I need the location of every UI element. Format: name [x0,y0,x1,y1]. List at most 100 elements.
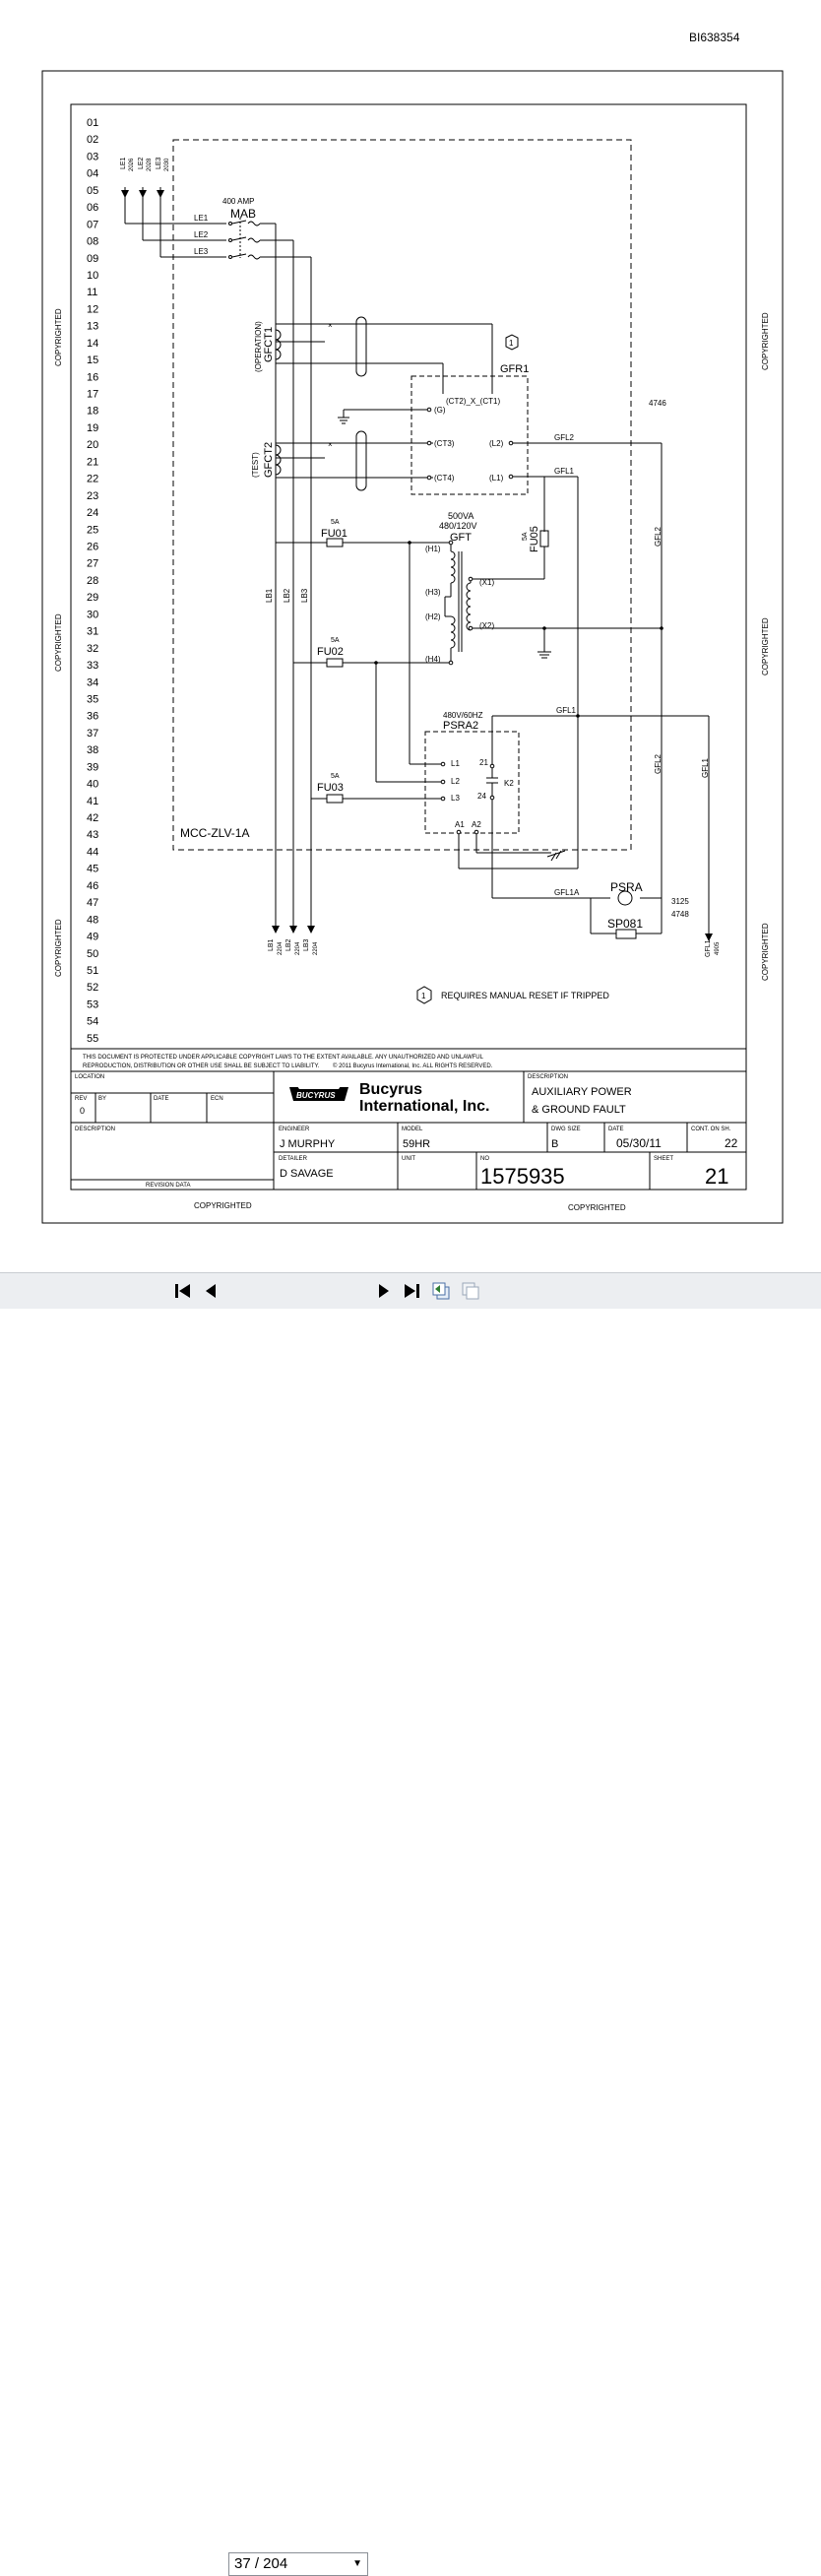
terminal-label: (CT3) [434,439,455,448]
svg-text:DESCRIPTION: DESCRIPTION [75,1127,115,1132]
cont-sheet-value: 22 [725,1136,738,1150]
lead-number: 2028 [147,158,153,171]
svg-text:DATE: DATE [154,1096,169,1102]
row-number: 10 [87,270,98,282]
breaker-mab [228,218,311,260]
row-number: 52 [87,982,98,994]
row-number: 03 [87,151,98,162]
transformer-gft [444,543,662,663]
row-number: 05 [87,185,98,197]
psra2-rating: 480V/60HZ [443,711,483,720]
company-name: Bucyrus [359,1081,422,1098]
drawing-description: & GROUND FAULT [532,1104,626,1116]
terminal-label: L1 [451,759,460,768]
row-number: 46 [87,880,98,892]
row-number: 20 [87,439,98,451]
svg-text:REVISION DATA: REVISION DATA [146,1183,190,1189]
page-number-field[interactable]: 37 / 204 ▼ [228,2552,368,2576]
gfct2-note: (TEST) [251,452,260,478]
transformer-dots [448,540,474,666]
row-number: 01 [87,117,98,129]
lead-label: LE2 [194,230,209,239]
svg-text:SHEET: SHEET [654,1156,673,1162]
main-bus [275,224,312,926]
fuse-label: FU01 [321,528,347,540]
model-value: 59HR [403,1138,430,1150]
psra2-wiring [458,715,710,934]
svg-text:DESCRIPTION: DESCRIPTION [528,1074,568,1080]
row-number: 45 [87,864,98,875]
row-number: 26 [87,542,98,553]
fuse-rating: 5A [331,519,340,526]
bus-labels: LB1 LB2 LB3 LB1 2204 LB2 2204 LB3 2204 [265,588,319,955]
mcc-enclosure [172,139,632,851]
row-number: 07 [87,219,98,230]
row-number: 04 [87,168,98,180]
mcc-label: MCC-ZLV-1A [180,826,249,840]
row-number: 06 [87,202,98,214]
wire-label: GFL1 [554,467,575,476]
company-name: International, Inc. [359,1098,489,1115]
wire-junctions [374,541,663,718]
previous-page-icon [206,1284,216,1298]
row-number: 28 [87,575,98,587]
row-number: 12 [87,303,98,315]
psra2-terminals: L1 L2 L3 21 24 K2 A1 A2 [451,758,514,829]
row-number: 44 [87,846,98,858]
row-number: 40 [87,779,98,791]
row-number: 22 [87,474,98,485]
incoming-arrows [121,190,164,198]
bus-label: LB3 [300,588,309,603]
svg-text:0: 0 [80,1106,85,1116]
row-number: 34 [87,676,98,688]
dropdown-caret-icon: ▼ [352,2558,362,2569]
row-number: 47 [87,897,98,909]
gfct1-current-transformer: × [275,316,493,394]
first-page-button[interactable] [173,1281,193,1301]
terminal-label: 21 [479,758,488,767]
bus-out-label: LB2 [285,938,292,951]
row-number: 42 [87,812,98,824]
terminal-label: (L2) [489,439,504,448]
svg-text:REV: REV [75,1096,87,1102]
row-number: 19 [87,422,98,434]
next-view-icon [462,1282,479,1300]
fuse-fu05 [539,530,549,547]
row-number: 31 [87,626,98,638]
outer-frame [41,70,784,1224]
next-view-button[interactable] [461,1281,480,1301]
svg-text:MODEL: MODEL [402,1127,423,1132]
sp081-label: SP081 [607,917,643,931]
next-page-button[interactable] [374,1281,394,1301]
previous-page-button[interactable] [201,1281,221,1301]
date-value: 05/30/11 [616,1136,662,1150]
schematic-svg: BI638354 COPYRIGHTED COPYRIGHTED COPYRIG… [41,31,784,1224]
gfr1-label: GFR1 [500,363,529,375]
svg-text:© 2011 Bucyrus International: © 2011 Bucyrus International, Inc. ALL R… [333,1063,493,1069]
pdf-viewer-toolbar: 37 / 204 ▼ [0,1272,821,2576]
page-indicator: 37 / 204 [234,2555,288,2572]
copyright-mark: COPYRIGHTED [568,1203,626,1212]
row-number: 24 [87,507,98,519]
copyright-mark: COPYRIGHTED [761,617,770,676]
row-number: 02 [87,134,98,146]
gfl1-arrow [705,934,713,941]
fuse-label: FU05 [529,526,540,552]
row-number: 11 [87,287,97,298]
row-number: 21 [87,456,98,468]
ref-4746: 4746 [649,399,666,408]
svg-text:CONT. ON SH.: CONT. ON SH. [691,1127,731,1132]
terminal-label: (L1) [489,474,504,483]
terminal-label: A1 [455,820,465,829]
row-number: 13 [87,321,98,333]
drawing-description: AUXILIARY POWER [532,1086,632,1098]
terminal-label: (H1) [425,545,441,553]
previous-view-button[interactable] [431,1281,451,1301]
detailer-value: D SAVAGE [280,1168,334,1180]
last-page-button[interactable] [402,1281,421,1301]
row-number: 17 [87,389,98,401]
row-number: 53 [87,998,98,1010]
psra2-dots [440,761,495,835]
svg-text:ECN: ECN [211,1096,223,1102]
copyright-mark: COPYRIGHTED [54,919,63,977]
